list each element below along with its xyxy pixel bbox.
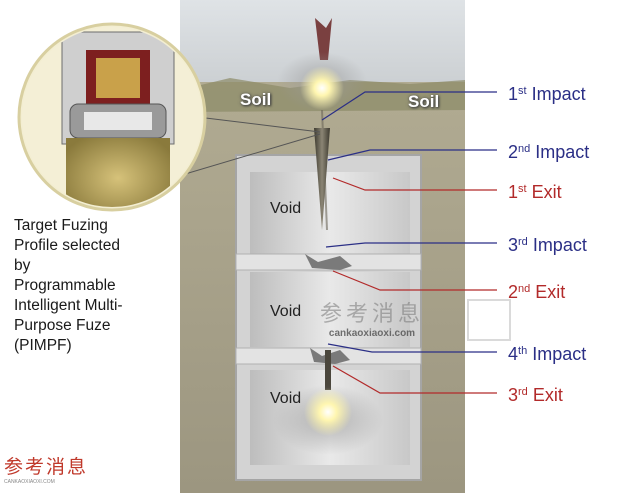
corner-logo-url: CANKAOXIAOXI.COM	[4, 479, 55, 485]
watermark-frame	[467, 299, 511, 341]
event-label-fourth-impact: 4th Impact	[508, 344, 587, 364]
soil-label-right: Soil	[408, 92, 440, 111]
event-label-third-exit: 3rd Exit	[508, 385, 563, 405]
corner-logo: 参考消息 CANKAOXIAOXI.COM	[4, 452, 88, 485]
caption-line: by	[14, 257, 31, 274]
inset-pointer-line-2	[164, 133, 321, 181]
event-label-first-exit: 1st Exit	[508, 182, 562, 202]
penetrator-bomb	[314, 128, 330, 230]
void-label-1: Void	[270, 200, 302, 217]
caption-line: (PIMPF)	[14, 337, 72, 354]
soil-label-left: Soil	[240, 90, 272, 109]
corner-logo-chinese: 参考消息	[4, 456, 89, 478]
caption-line: Target Fuzing	[14, 217, 108, 234]
watermark-chinese-text: 参考消息	[319, 302, 424, 327]
penetrator-bomb-lower	[325, 350, 331, 390]
leader-lines	[321, 91, 497, 394]
void-label-2: Void	[270, 303, 302, 320]
bomb-tail-fins	[315, 18, 332, 60]
fuze-caption: Target Fuzing Profile selected by Progra…	[14, 216, 184, 356]
event-label-second-exit: 2nd Exit	[508, 282, 566, 302]
caption-line: Intelligent Multi-	[14, 297, 123, 314]
event-label-first-impact: 1st Impact	[508, 84, 586, 104]
detonation-flash	[304, 388, 352, 436]
caption-line: Purpose Fuze	[14, 317, 111, 334]
void-room-1	[250, 172, 410, 254]
event-label-third-impact: 3rd Impact	[508, 235, 587, 255]
fuze-cutaway-image	[22, 27, 202, 207]
breach-hole-1	[305, 254, 352, 270]
void-label-3: Void	[270, 390, 302, 407]
void-room-2	[250, 272, 410, 347]
caption-line: Profile selected	[14, 237, 120, 254]
event-label-second-impact: 2nd Impact	[508, 142, 590, 162]
watermark-url-text: cankaoxiaoxi.com	[328, 328, 416, 339]
cankaoxiaoxi-watermark: 参考消息 cankaoxiaoxi.com	[312, 296, 432, 339]
caption-line: Programmable	[14, 277, 116, 294]
impact-flash	[300, 66, 344, 110]
